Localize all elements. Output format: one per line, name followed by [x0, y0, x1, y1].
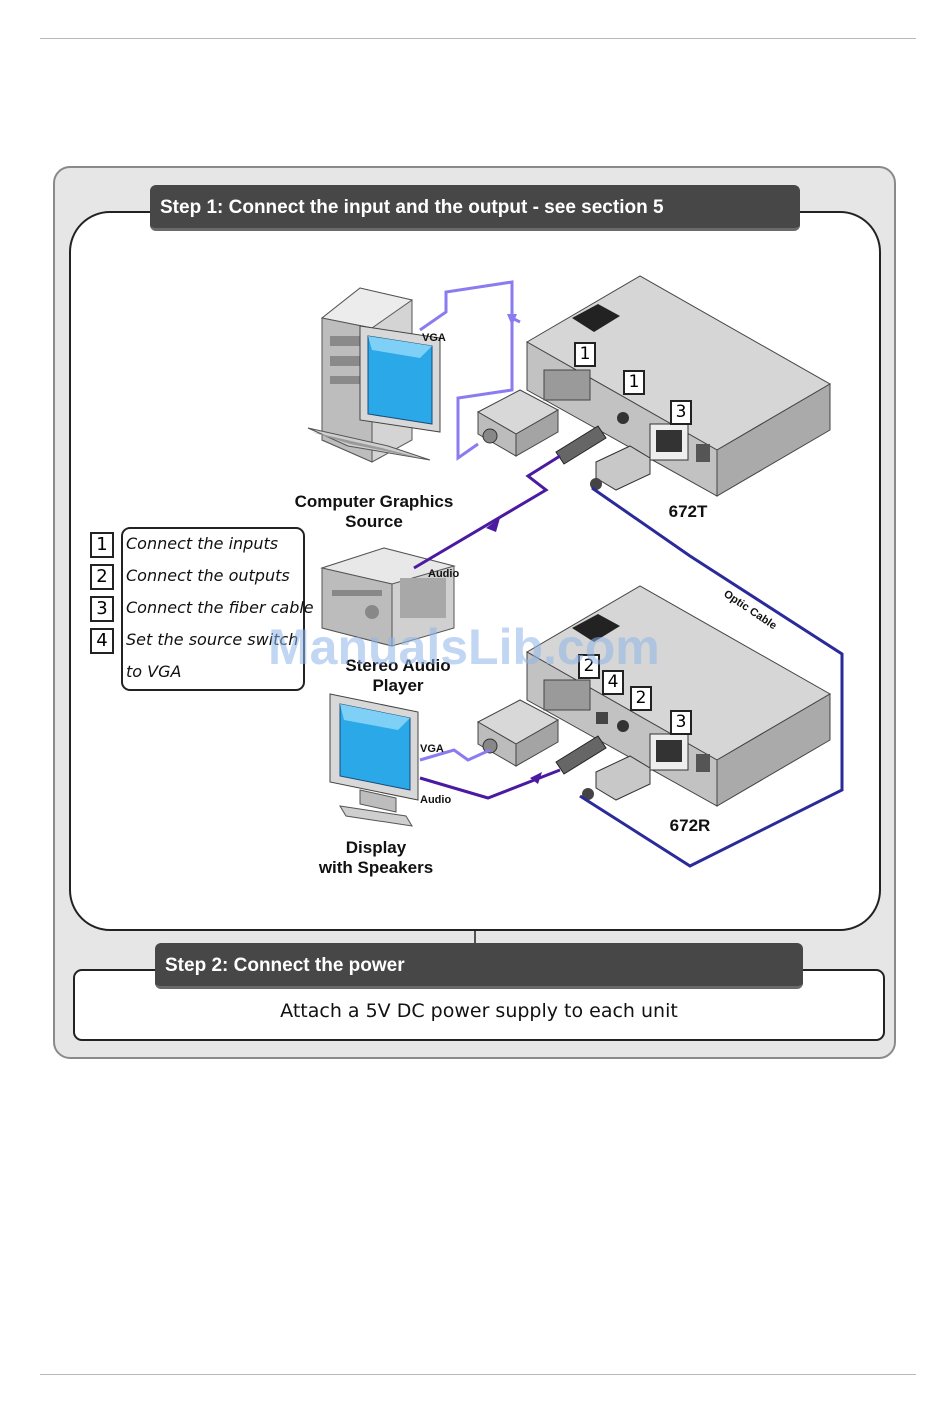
vga-cable-top-2: [456, 318, 514, 461]
legend-number: 1: [90, 532, 114, 558]
marker-r-b: 4: [602, 670, 624, 695]
watermark: ManualsLib.com: [268, 619, 660, 675]
vga-arrow-top: [507, 314, 517, 326]
display-icon: [329, 693, 419, 827]
audio-player-icon: [320, 547, 456, 647]
marker-t-panel: 1: [623, 370, 645, 395]
legend-box: [121, 527, 305, 691]
legend-number: 4: [90, 628, 114, 654]
display-label-line1: Display: [345, 838, 407, 857]
audio-plug-bottom: [555, 735, 607, 775]
legend-number: 3: [90, 596, 114, 622]
vga-cable-bottom: [419, 748, 491, 762]
step2-title: Step 2: Connect the power: [165, 955, 405, 976]
display-label: Display with Speakers: [300, 838, 452, 878]
vga-connector-bottom: [476, 699, 560, 767]
bottom-rule: [40, 1374, 916, 1375]
computer-label: Computer Graphics Source: [284, 492, 464, 532]
step1-title-bar: Step 1: Connect the input and the output…: [150, 185, 800, 231]
transmitter-label: 672T: [668, 502, 708, 521]
legend-text: to VGA: [126, 662, 182, 681]
vga-label-top: VGA: [422, 332, 446, 344]
audio-label-top: Audio: [428, 568, 460, 580]
display-label-line2: with Speakers: [318, 858, 434, 877]
marker-t-fiber: 3: [670, 400, 692, 425]
optic-cable: [579, 486, 844, 868]
marker-t-logo: 1: [574, 342, 596, 367]
audio-player-label-line1: Stereo Audio: [345, 656, 451, 675]
transmitter-672t-icon: [525, 275, 832, 497]
audio-cable-top: [413, 454, 561, 570]
fiber-plug-bottom: [582, 755, 651, 801]
legend-text: Set the source switch: [126, 630, 299, 649]
step2-title-bar: Step 2: Connect the power: [155, 943, 803, 989]
vga-connector-top: [476, 389, 560, 457]
receiver-672r-icon: [525, 585, 832, 807]
computer-icon: [307, 287, 441, 463]
audio-player-label: Stereo Audio Player: [328, 656, 468, 696]
marker-r-c: 2: [630, 686, 652, 711]
top-rule: [40, 38, 916, 39]
audio-arrow-top: [486, 518, 500, 532]
audio-label-bottom: Audio: [420, 794, 452, 806]
marker-r-fiber: 3: [670, 710, 692, 735]
power-instruction: Attach a 5V DC power supply to each unit: [280, 1000, 678, 1022]
step1-title: Step 1: Connect the input and the output…: [160, 197, 664, 218]
audio-player-label-line2: Player: [372, 676, 424, 695]
receiver-label: 672R: [669, 816, 711, 835]
legend-text: Connect the outputs: [126, 566, 290, 585]
audio-arrow-bottom: [530, 772, 542, 784]
legend-text: Connect the fiber cable: [126, 598, 314, 617]
legend-number: 2: [90, 564, 114, 590]
computer-label-line2: Source: [345, 512, 403, 531]
computer-label-line1: Computer Graphics: [294, 492, 454, 511]
legend-text: Connect the inputs: [126, 534, 279, 553]
vga-label-bottom: VGA: [420, 743, 444, 755]
marker-r-a: 2: [578, 654, 600, 679]
audio-plug-top: [555, 425, 607, 465]
